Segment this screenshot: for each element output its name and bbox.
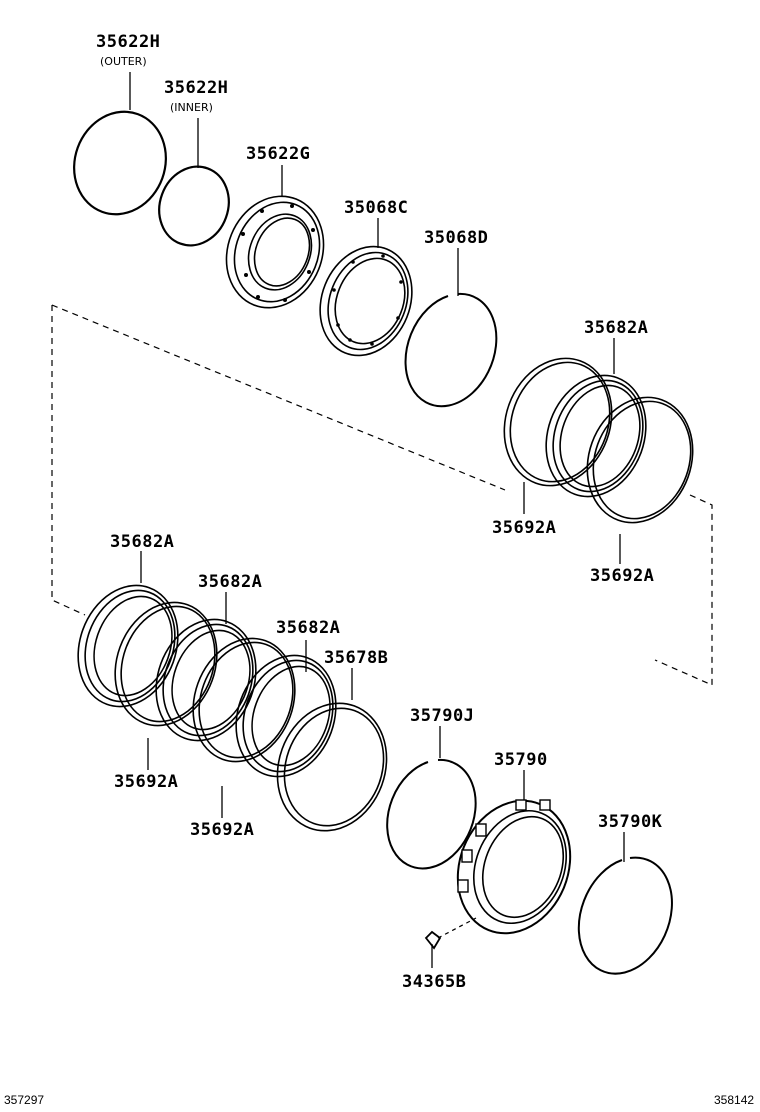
label-35790j: 35790J [410,706,475,726]
label-35692a-lower-a: 35692A [114,772,179,792]
label-35790k: 35790K [598,812,663,832]
footer-left-code: 357297 [4,1093,45,1107]
label-35682a-upper: 35682A [584,318,649,338]
label-35068c: 35068C [344,198,409,218]
dashed-group-outline-top [51,304,506,491]
clutch-drum [456,799,572,935]
snap-ring-k [577,856,673,975]
label-35622h-outer: 35622H [96,32,161,52]
retaining-clip [424,917,477,950]
leader-lines [129,72,625,968]
upper-clutch-pack [503,357,694,524]
clutch-plate-c [319,245,413,357]
snap-ring-d [404,292,498,408]
label-35622h-inner-note: (INNER) [170,101,213,114]
lower-clutch-pack [77,584,388,832]
dashed-group-outline-right [654,494,713,686]
label-35622h-outer-note: (OUTER) [100,55,147,68]
dashed-group-outline [51,305,86,616]
o-ring-inner [158,165,230,247]
label-35682a-a: 35682A [110,532,175,552]
label-35678b: 35678B [324,648,389,668]
o-ring-outer [73,110,167,216]
label-35682a-c: 35682A [276,618,341,638]
label-35622h-inner: 35622H [164,78,229,98]
label-35622g: 35622G [246,144,311,164]
label-35692a-upper-right: 35692A [590,566,655,586]
label-35692a-lower-b: 35692A [190,820,255,840]
label-35682a-b: 35682A [198,572,263,592]
footer-right-code: 358142 [714,1093,755,1107]
label-35692a-upper-left: 35692A [492,518,557,538]
label-35790: 35790 [494,750,548,770]
label-35068d: 35068D [424,228,489,248]
label-34365b: 34365B [402,972,467,992]
piston-plate [225,195,325,309]
snap-ring-j [386,758,477,870]
